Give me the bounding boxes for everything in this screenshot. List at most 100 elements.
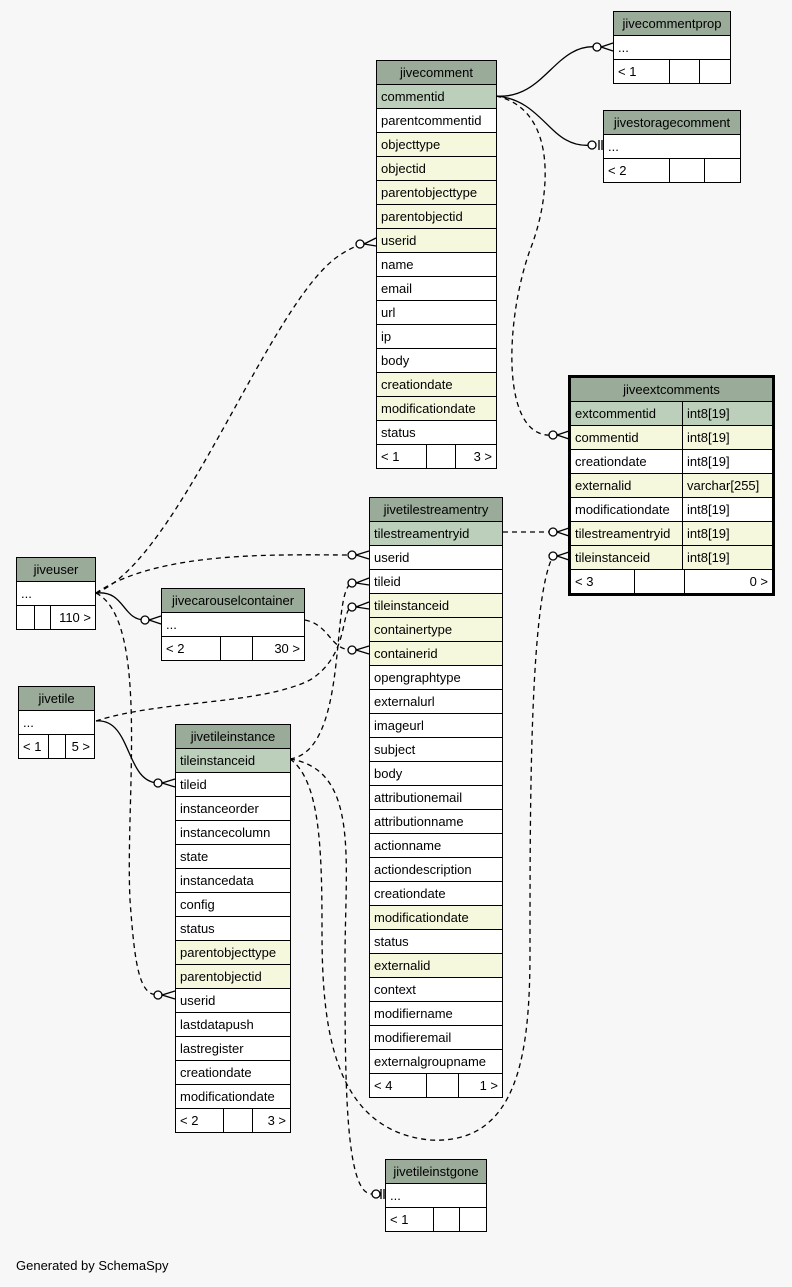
children-count[interactable]: 5 >: [64, 735, 94, 758]
parents-count[interactable]: [17, 606, 34, 629]
children-count[interactable]: [699, 60, 730, 83]
column-row[interactable]: creationdate: [176, 1061, 290, 1085]
table-title[interactable]: jivecarouselcontainer: [162, 589, 304, 613]
column-row[interactable]: body: [370, 762, 502, 786]
column-row[interactable]: objecttype: [377, 133, 496, 157]
column-row[interactable]: modificationdate: [370, 906, 502, 930]
children-count[interactable]: 0 >: [683, 570, 772, 593]
column-row[interactable]: imageurl: [370, 714, 502, 738]
column-row[interactable]: attributionemail: [370, 786, 502, 810]
table-title[interactable]: jiveextcomments: [571, 378, 772, 402]
children-count[interactable]: 3 >: [251, 1109, 290, 1132]
table-title[interactable]: jivecomment: [377, 61, 496, 85]
column-row[interactable]: ...: [17, 582, 95, 606]
column-row[interactable]: parentobjectid: [176, 965, 290, 989]
column-row[interactable]: instancecolumn: [176, 821, 290, 845]
column-row[interactable]: instanceorder: [176, 797, 290, 821]
column-row[interactable]: tileid: [370, 570, 502, 594]
table-title[interactable]: jivetileinstgone: [386, 1160, 486, 1184]
column-row[interactable]: tileinstanceid: [370, 594, 502, 618]
column-row[interactable]: subject: [370, 738, 502, 762]
table-jivecarouselcontainer[interactable]: jivecarouselcontainer... < 2 30 >: [161, 588, 305, 661]
column-row[interactable]: userid: [176, 989, 290, 1013]
column-row[interactable]: parentobjectid: [377, 205, 496, 229]
column-row[interactable]: lastdatapush: [176, 1013, 290, 1037]
column-row[interactable]: creationdate: [377, 373, 496, 397]
column-row[interactable]: containertype: [370, 618, 502, 642]
column-row[interactable]: tilestreamentryid: [370, 522, 502, 546]
column-row[interactable]: externalid: [370, 954, 502, 978]
children-count[interactable]: [704, 159, 740, 182]
column-row[interactable]: userid: [377, 229, 496, 253]
children-count[interactable]: [459, 1208, 486, 1231]
column-row[interactable]: lastregister: [176, 1037, 290, 1061]
column-row[interactable]: ...: [386, 1184, 486, 1208]
column-row[interactable]: actiondescription: [370, 858, 502, 882]
table-title[interactable]: jivetile: [19, 687, 94, 711]
column-row[interactable]: creationdate: [370, 882, 502, 906]
table-title[interactable]: jivecommentprop: [614, 12, 730, 36]
column-row[interactable]: containerid: [370, 642, 502, 666]
column-row[interactable]: modifiername: [370, 1002, 502, 1026]
column-row[interactable]: ...: [162, 613, 304, 637]
column-row[interactable]: externalgroupname: [370, 1050, 502, 1074]
column-row[interactable]: email: [377, 277, 496, 301]
column-row[interactable]: commentid: [377, 85, 496, 109]
column-row[interactable]: instancedata: [176, 869, 290, 893]
table-title[interactable]: jivetileinstance: [176, 725, 290, 749]
parents-count[interactable]: < 2: [180, 1113, 199, 1128]
parents-count[interactable]: < 1: [390, 1212, 409, 1227]
table-jiveuser[interactable]: jiveuser...110 >: [16, 557, 96, 630]
table-jivecommentprop[interactable]: jivecommentprop... < 1: [613, 11, 731, 84]
column-row[interactable]: userid: [370, 546, 502, 570]
column-row[interactable]: attributionname: [370, 810, 502, 834]
children-count[interactable]: 110 >: [50, 606, 95, 629]
column-row[interactable]: objectid: [377, 157, 496, 181]
column-row[interactable]: ...: [614, 36, 730, 60]
column-row[interactable]: body: [377, 349, 496, 373]
column-row[interactable]: actionname: [370, 834, 502, 858]
column-row[interactable]: status: [176, 917, 290, 941]
column-row[interactable]: context: [370, 978, 502, 1002]
column-row[interactable]: url: [377, 301, 496, 325]
table-title[interactable]: jivestoragecomment: [604, 111, 740, 135]
column-row[interactable]: tileid: [176, 773, 290, 797]
column-row[interactable]: name: [377, 253, 496, 277]
column-row[interactable]: config: [176, 893, 290, 917]
column-row[interactable]: status: [370, 930, 502, 954]
table-title[interactable]: jiveuser: [17, 558, 95, 582]
column-row[interactable]: modificationdate: [176, 1085, 290, 1109]
table-jivetile[interactable]: jivetile... < 1 5 >: [18, 686, 95, 759]
column-row[interactable]: tileinstanceid: [176, 749, 290, 773]
parents-count[interactable]: < 2: [166, 641, 185, 656]
children-count[interactable]: 30 >: [251, 637, 304, 660]
column-row[interactable]: ip: [377, 325, 496, 349]
table-title[interactable]: jivetilestreamentry: [370, 498, 502, 522]
table-jivetileinstgone[interactable]: jivetileinstgone... < 1: [385, 1159, 487, 1232]
column-row[interactable]: status: [377, 421, 496, 445]
column-row[interactable]: modificationdate: [377, 397, 496, 421]
parents-count[interactable]: < 1: [381, 449, 400, 464]
parents-count[interactable]: < 4: [374, 1078, 393, 1093]
column-row[interactable]: opengraphtype: [370, 666, 502, 690]
column-row[interactable]: ...: [19, 711, 94, 735]
parents-count[interactable]: < 1: [618, 64, 637, 79]
children-count[interactable]: 3 >: [454, 445, 496, 468]
parents-count[interactable]: < 1: [23, 739, 42, 754]
column-row[interactable]: modifieremail: [370, 1026, 502, 1050]
parents-count[interactable]: < 2: [608, 163, 627, 178]
column-row[interactable]: state: [176, 845, 290, 869]
column-row[interactable]: externalurl: [370, 690, 502, 714]
parents-count[interactable]: < 3: [575, 574, 594, 589]
column-row[interactable]: parentobjecttype: [176, 941, 290, 965]
